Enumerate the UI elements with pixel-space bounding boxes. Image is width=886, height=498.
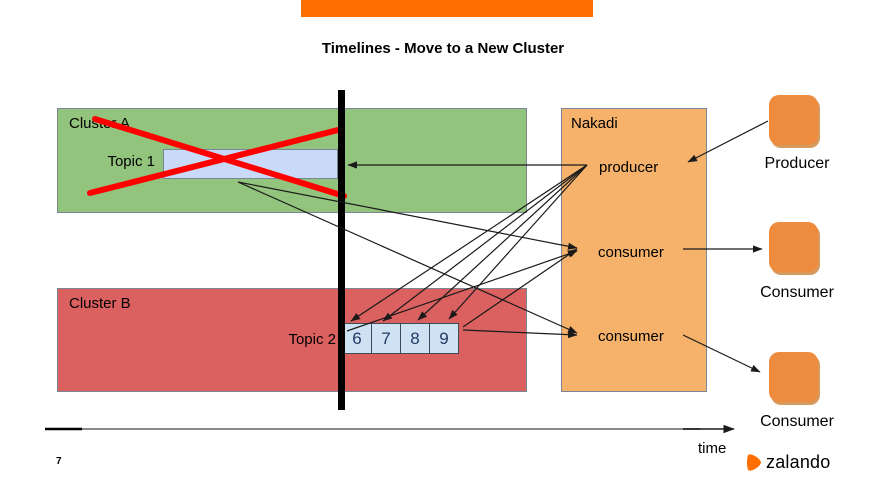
nakadi-label: Nakadi [571,115,618,132]
topic2-label: Topic 2 [288,331,336,348]
page-number: 7 [56,456,62,467]
cluster-b-label: Cluster B [69,295,131,312]
topic1-label: Topic 1 [107,153,155,170]
consumer-client-label-1: Consumer [760,284,834,301]
topic1-bar [163,149,338,179]
consumer-client-square-1 [769,222,818,272]
zalando-icon [747,454,761,471]
consumer-client-square-2 [769,352,818,402]
slide-title: Timelines - Move to a New Cluster [321,40,565,57]
partition-box-8: 8 [400,323,430,354]
cluster-a-label: Cluster A [69,115,130,132]
partition-box-7: 7 [371,323,401,354]
header-accent-bar [301,0,593,17]
nakadi-producer-label: producer [599,159,659,176]
partition-box-6: 6 [342,323,372,354]
partition-box-9: 9 [429,323,459,354]
consumer-client-label-2: Consumer [760,413,834,430]
brand-logo: zalando [746,452,830,473]
time-axis-label: time [698,440,727,457]
producer-client-label: Producer [764,155,830,172]
brand-name: zalando [766,452,831,472]
nakadi-consumer1-label: consumer [598,244,664,261]
producer-client-square [769,95,818,145]
nakadi-box: Nakadi producer consumer consumer [561,108,707,392]
nakadi-consumer2-label: consumer [598,328,664,345]
